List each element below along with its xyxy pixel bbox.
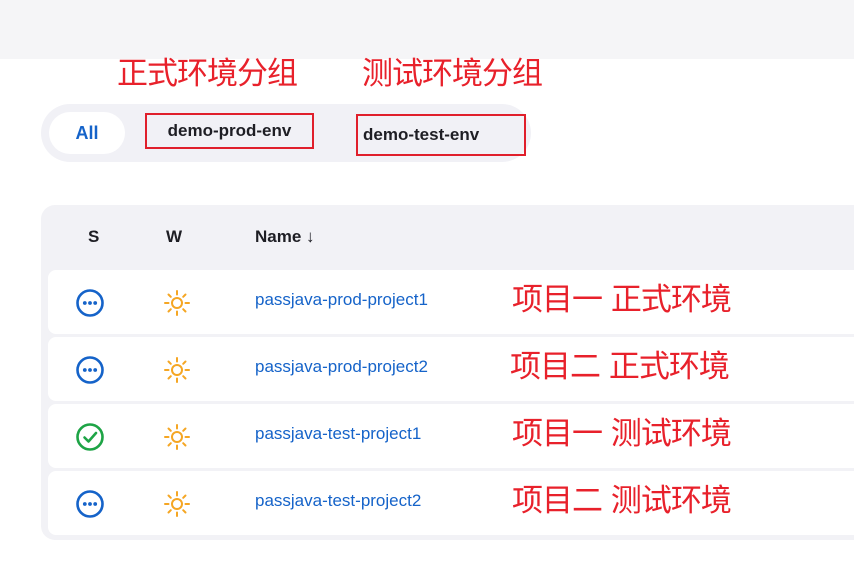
in-progress-status-icon — [76, 490, 104, 518]
annotation-test-group: 测试环境分组 — [362, 56, 543, 92]
header-weather[interactable]: W — [166, 227, 183, 246]
projects-table: S W Name ↓ passjava-prod-project1 项目一 正式… — [41, 205, 854, 540]
row-annotation: 项目二 正式环境 — [510, 349, 730, 385]
success-status-icon — [76, 423, 104, 451]
header-status[interactable]: S — [88, 227, 100, 246]
tab-demo-test-env[interactable]: demo-test-env — [356, 114, 526, 156]
project-link[interactable]: passjava-test-project1 — [255, 424, 422, 443]
tab-demo-prod-env[interactable]: demo-prod-env — [145, 113, 314, 149]
header-name[interactable]: Name ↓ — [255, 227, 315, 246]
row-annotation: 项目二 测试环境 — [512, 483, 732, 519]
sunny-weather-icon — [164, 491, 190, 517]
table-row: passjava-test-project1 项目一 测试环境 — [48, 404, 854, 468]
top-header-bar — [0, 0, 854, 59]
table-row: passjava-prod-project2 项目二 正式环境 — [48, 337, 854, 401]
table-row: passjava-prod-project1 项目一 正式环境 — [48, 270, 854, 334]
sunny-weather-icon — [164, 424, 190, 450]
project-link[interactable]: passjava-prod-project2 — [255, 357, 428, 376]
sunny-weather-icon — [164, 357, 190, 383]
row-annotation: 项目一 正式环境 — [512, 282, 732, 318]
in-progress-status-icon — [76, 356, 104, 384]
sunny-weather-icon — [164, 290, 190, 316]
view-tabs: All demo-prod-env demo-test-env — [41, 104, 531, 162]
tab-all[interactable]: All — [49, 112, 125, 154]
row-annotation: 项目一 测试环境 — [512, 416, 732, 452]
table-row: passjava-test-project2 项目二 测试环境 — [48, 471, 854, 535]
project-link[interactable]: passjava-test-project2 — [255, 491, 422, 510]
project-link[interactable]: passjava-prod-project1 — [255, 290, 428, 309]
in-progress-status-icon — [76, 289, 104, 317]
annotation-prod-group: 正式环境分组 — [117, 56, 298, 92]
